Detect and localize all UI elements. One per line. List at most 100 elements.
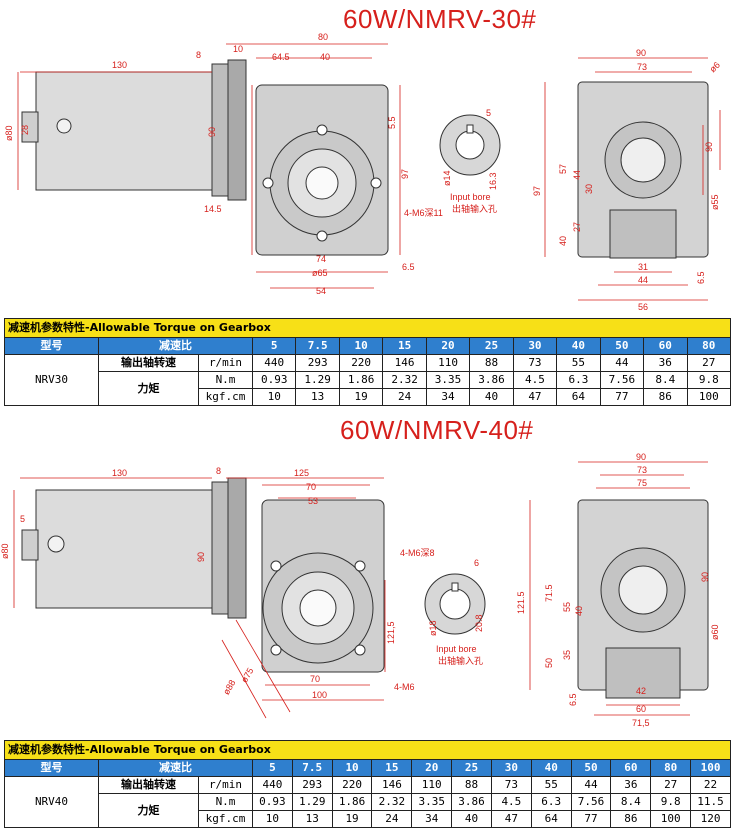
dim-key-5: 5 xyxy=(486,108,491,118)
dim-16-3: 16.3 xyxy=(488,172,498,190)
dim-r44b: 44 xyxy=(638,275,648,285)
speed-cell: 220 xyxy=(331,776,373,794)
nm-cell: 7.56 xyxy=(570,793,612,811)
speed-cell: 73 xyxy=(490,776,532,794)
speed-cell: 55 xyxy=(556,354,601,372)
dim-m6: 4-M6深8 xyxy=(400,548,435,558)
model-value: NRV30 xyxy=(4,354,99,406)
speed-unit: r/min xyxy=(198,354,253,372)
kgf-unit: kgf.cm xyxy=(198,810,253,828)
kgf-cell: 100 xyxy=(650,810,692,828)
ratio-cell: 20 xyxy=(425,337,471,355)
dim-r71-5: 71.5 xyxy=(544,584,554,602)
ratio-cell: 50 xyxy=(599,337,645,355)
ratio-cell: 40 xyxy=(556,337,601,355)
speed-cell: 110 xyxy=(411,776,453,794)
dim-r50: 50 xyxy=(544,658,554,668)
nm-cell: 1.29 xyxy=(291,793,333,811)
nm-cell: 11.5 xyxy=(690,793,731,811)
dim-6-5: 6.5 xyxy=(402,262,415,272)
nm-cell: 1.86 xyxy=(331,793,373,811)
ratio-cell: 7.5 xyxy=(295,337,340,355)
speed-cell: 22 xyxy=(690,776,731,794)
nm-cell: 1.86 xyxy=(338,371,384,389)
speed-cell: 293 xyxy=(291,776,333,794)
nm-cell: 4.5 xyxy=(490,793,532,811)
ratio-cell: 100 xyxy=(690,759,731,777)
kgf-cell: 120 xyxy=(690,810,731,828)
nm-cell: 7.56 xyxy=(599,371,645,389)
gearbox-front xyxy=(261,499,385,673)
nm-unit: N.m xyxy=(198,793,253,811)
torque-table-nmrv30: 减速机参数特性-Allowable Torque on Gearbox 型号 减… xyxy=(4,318,732,406)
dim-80: 80 xyxy=(318,32,328,42)
dim-40: 40 xyxy=(320,52,330,62)
kgf-cell: 13 xyxy=(295,388,340,406)
torque-label: 力矩 xyxy=(98,793,199,828)
torque-table-nmrv40: 减速机参数特性-Allowable Torque on Gearbox 型号 减… xyxy=(4,740,731,828)
ratio-cell: 10 xyxy=(338,337,384,355)
speed-unit: r/min xyxy=(198,776,253,794)
dim-motor-length: 130 xyxy=(112,60,127,70)
kgf-cell: 19 xyxy=(338,388,384,406)
speed-cell: 55 xyxy=(530,776,572,794)
dim-90: 90 xyxy=(196,552,206,562)
ratio-cell: 5 xyxy=(252,759,293,777)
kgf-cell: 64 xyxy=(530,810,572,828)
dim-70: 70 xyxy=(306,482,316,492)
kgf-unit: kgf.cm xyxy=(198,388,253,406)
kgf-cell: 24 xyxy=(382,388,427,406)
ratio-cell: 15 xyxy=(371,759,413,777)
dim-90: 90 xyxy=(207,127,217,137)
dim-74: 74 xyxy=(316,254,326,264)
input-bore-label-cn: 出轴输入孔 xyxy=(452,203,497,214)
gearbox-side xyxy=(577,81,709,259)
input-bore-view xyxy=(424,573,486,635)
speed-cell: 293 xyxy=(295,354,340,372)
nm-cell: 8.4 xyxy=(643,371,688,389)
dim-r57: 57 xyxy=(558,164,568,174)
dim-53: 53 xyxy=(308,496,318,506)
nm-cell: 0.93 xyxy=(251,371,297,389)
speed-cell: 88 xyxy=(469,354,514,372)
dim-d65: ø65 xyxy=(312,268,328,278)
dim-14-5: 14.5 xyxy=(204,204,222,214)
dim-r6-5: 6.5 xyxy=(568,693,578,706)
ratio-cell: 50 xyxy=(570,759,612,777)
dim-r6-5: 6.5 xyxy=(696,271,706,284)
speed-cell: 36 xyxy=(610,776,652,794)
nm-unit: N.m xyxy=(198,371,253,389)
kgf-cell: 10 xyxy=(252,810,293,828)
kgf-cell: 40 xyxy=(451,810,492,828)
nm-cell: 9.8 xyxy=(650,793,692,811)
dim-5-5: 5.5 xyxy=(387,116,397,129)
motor-body xyxy=(21,477,247,619)
torque-label: 力矩 xyxy=(98,371,199,406)
speed-cell: 110 xyxy=(425,354,471,372)
dim-motor-diameter: ø80 xyxy=(0,543,10,559)
input-bore-label: Input bore xyxy=(436,644,477,654)
dim-shaft-5: 5 xyxy=(20,514,25,524)
section-title-nmrv30: 60W/NMRV-30# xyxy=(343,4,537,34)
dim-rd60: ø60 xyxy=(710,624,720,640)
dim-r40: 40 xyxy=(574,606,584,616)
section-title-nmrv40: 60W/NMRV-40# xyxy=(340,415,534,445)
speed-label: 输出轴转速 xyxy=(98,776,199,794)
dim-54: 54 xyxy=(316,286,326,296)
nm-cell: 4.5 xyxy=(512,371,558,389)
ratio-cell: 30 xyxy=(512,337,558,355)
kgf-cell: 64 xyxy=(556,388,601,406)
dim-r55: 55 xyxy=(562,602,572,612)
table-header: 减速机参数特性-Allowable Torque on Gearbox xyxy=(4,740,731,760)
dim-r40: 40 xyxy=(558,236,568,246)
nm-cell: 9.8 xyxy=(686,371,732,389)
speed-cell: 88 xyxy=(451,776,492,794)
ratio-cell: 80 xyxy=(686,337,732,355)
dim-121-5: 121,5 xyxy=(386,621,396,644)
ratio-cell: 25 xyxy=(469,337,514,355)
nm-cell: 8.4 xyxy=(610,793,652,811)
speed-cell: 220 xyxy=(338,354,384,372)
speed-cell: 146 xyxy=(371,776,413,794)
kgf-cell: 47 xyxy=(490,810,532,828)
speed-cell: 36 xyxy=(643,354,688,372)
